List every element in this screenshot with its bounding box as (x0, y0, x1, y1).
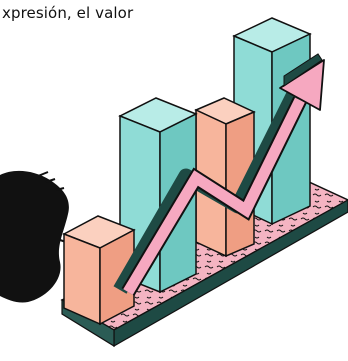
bar-peach-front (62, 215, 136, 326)
caption-text: xpresión, el valor (2, 4, 134, 22)
ink-blob-shape (0, 170, 69, 303)
